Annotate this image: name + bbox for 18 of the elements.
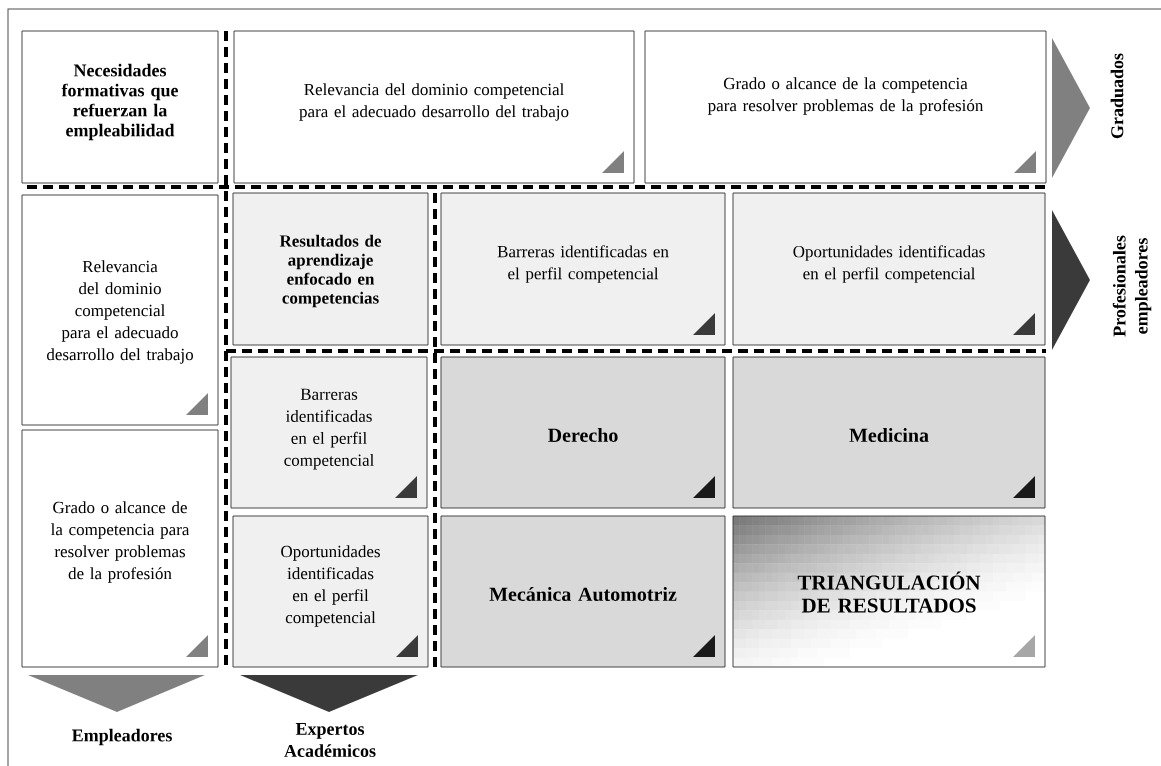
text-box: Medicina [732,356,1046,509]
text-box: Mecánica Automotriz [440,515,726,668]
text-box: Derecho [440,356,726,509]
text-box: Grado o alcance de la competencia para resolver problemas de la profesión [21,429,219,668]
text-box: TRIANGULACIÓN DE RESULTADOS [732,515,1046,668]
group-label: Graduados [1110,53,1124,139]
text-box: Necesidades formativas que refuerzan la empleabilidad [21,30,219,184]
text-box: Oportunidades identificadas en el perfil competencial [732,192,1046,346]
text-box: Oportunidades identificadas en el perfil competencial [232,515,429,668]
text-box: Barreras identificadas en el perfil competencial [440,192,726,346]
group-label: Empleadores [72,728,172,746]
group-label: Expertos Académicos [284,723,376,757]
text-box: Resultados de aprendizaje enfocado en competencias [232,192,429,346]
text-box: Relevancia del dominio competencial para el adecuado desarrollo del trabajo [21,194,219,426]
text-box: Relevancia del dominio competencial para el adecuado desarrollo del trabajo [233,30,635,184]
group-label: Profesionales empleadores [1112,235,1152,337]
text-box: Barreras identificadas en el perfil competencial [230,356,428,509]
text-box: Grado o alcance de la competencia para resolver problemas de la profesión [644,30,1047,184]
